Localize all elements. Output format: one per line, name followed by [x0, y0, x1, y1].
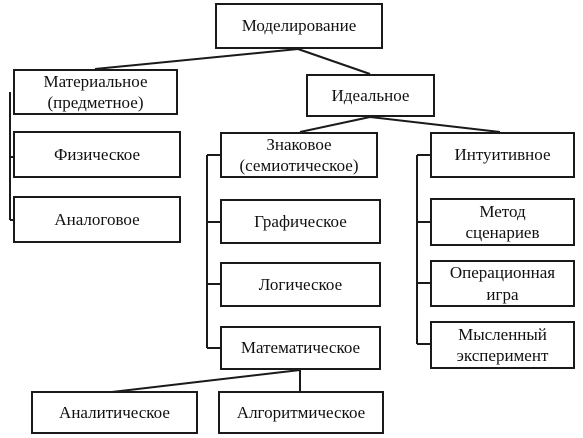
node-analog: Аналоговое [13, 196, 181, 243]
node-ideal: Идеальное [306, 74, 435, 117]
connector-root-ideal [297, 48, 371, 75]
node-thought-experiment: Мысленный эксперимент [430, 321, 575, 369]
node-material: Материальное (предметное) [13, 69, 178, 115]
node-sign: Знаковое (семиотическое) [220, 132, 378, 178]
node-graphic: Графическое [220, 199, 381, 244]
node-analytic: Аналитическое [31, 391, 198, 434]
node-operational-game: Операционная игра [430, 260, 575, 307]
node-logical: Логическое [220, 262, 381, 307]
connector-math-analytic [102, 369, 301, 394]
node-algorithmic: Алгоритмическое [218, 391, 384, 434]
connector-root-material [94, 48, 299, 70]
node-intuitive: Интуитивное [430, 132, 575, 178]
node-math: Математическое [220, 326, 381, 370]
node-physical: Физическое [13, 131, 181, 178]
connector-ideal-sign [299, 116, 371, 133]
node-root: Моделирование [215, 3, 383, 49]
node-scenario-method: Метод сценариев [430, 198, 575, 246]
connector-ideal-intuitive [369, 116, 501, 133]
